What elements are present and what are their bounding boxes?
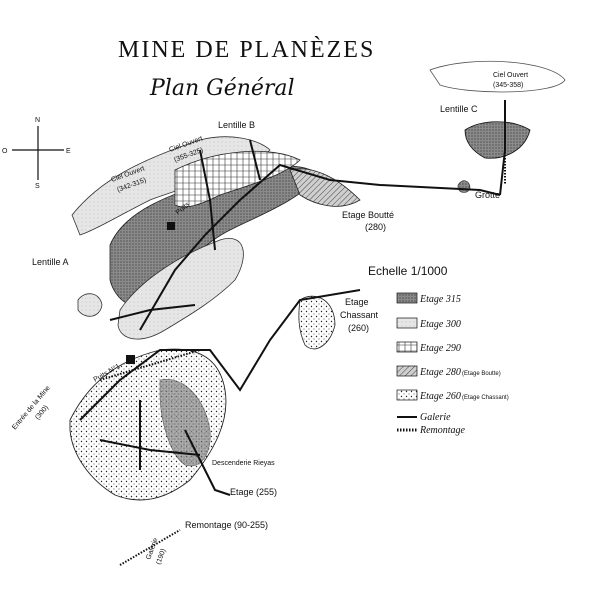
compass-west: O [2, 148, 8, 155]
etage-290-zone [174, 150, 301, 208]
legend-item-etage-290: Etage 290 [396, 341, 461, 354]
grotte-blob [457, 180, 471, 193]
etage-chassant-zone [298, 295, 336, 350]
lentille-c-open-pit [429, 60, 566, 93]
legend-label-galerie: Galerie [420, 412, 451, 423]
label-lentille-c: Lentille C [440, 104, 478, 114]
compass-north: N [35, 117, 40, 124]
legend-label-etage-315: Etage 315 [419, 294, 461, 305]
legend-item-remontage: Remontage [397, 425, 466, 436]
label-etage-chassant-level: (260) [348, 323, 369, 333]
descenderie-zone [159, 379, 211, 467]
legend-label-etage-300: Etage 300 [419, 319, 461, 330]
legend-item-etage-315: Etage 315 [396, 292, 461, 305]
legend-label-etage-290: Etage 290 [419, 343, 461, 354]
shafts [126, 222, 175, 364]
raises [99, 110, 506, 566]
legend-item-galerie: Galerie [397, 412, 451, 423]
compass-south: S [35, 183, 40, 190]
lentille-a-blob [77, 293, 103, 317]
map-subtitle: Plan Général [149, 76, 295, 101]
raise-bottom [119, 529, 181, 566]
label-descenderie: Descenderie Rieyas [212, 460, 275, 467]
puits-2-marker [126, 355, 135, 364]
legend-scale: Echelle 1/1000 [368, 264, 448, 278]
branch-4 [99, 439, 201, 456]
etage-280-zone [289, 168, 361, 207]
legend-note-etage-260: (Etage Chassant) [462, 395, 509, 401]
galleries [79, 100, 506, 496]
map-title: MINE DE PLANÈZES [118, 37, 375, 63]
upper-gallery [139, 163, 501, 331]
branch-3 [109, 304, 196, 321]
branch-2 [249, 139, 261, 181]
label-etage-255: Etage (255) [230, 487, 277, 497]
legend-item-etage-300: Etage 300 [396, 317, 461, 330]
label-etage-chassant-1: Etage [345, 297, 369, 307]
legend-item-etage-260: Etage 260 (Etage Chassant) [396, 389, 509, 402]
label-ciel-ouvert-3-levels: (345-358) [493, 82, 523, 89]
label-lentille-a: Lentille A [32, 257, 69, 267]
label-etage-boutte: Etage Boutté [342, 210, 394, 220]
branch-6 [184, 429, 231, 496]
label-grotte: Grotte [475, 190, 500, 200]
ore-bodies [69, 60, 566, 501]
legend: Echelle 1/1000 Etage 315 Etage 300 Etage… [368, 264, 509, 436]
legend-label-etage-280: Etage 280 [419, 367, 461, 378]
lentille-c-body [464, 121, 531, 159]
puits-1-marker [167, 222, 175, 230]
label-lentille-b: Lentille B [218, 120, 255, 130]
raise-main [99, 349, 201, 381]
legend-item-etage-280: Etage 280 (Etage Boutte) [396, 365, 501, 378]
legend-label-remontage: Remontage [419, 425, 466, 436]
branch-1 [199, 149, 216, 251]
main-gallery [79, 289, 361, 421]
label-galerie-190-level: (190) [155, 548, 167, 566]
compass-east: E [66, 148, 71, 155]
legend-note-etage-280: (Etage Boutte) [462, 371, 501, 377]
label-etage-boutte-level: (280) [365, 222, 386, 232]
compass-rose: N S E O [2, 117, 71, 190]
legend-label-etage-260: Etage 260 [419, 391, 461, 402]
label-remontage: Remontage (90-255) [185, 520, 268, 530]
label-ciel-ouvert-3: Ciel Ouvert [493, 72, 528, 79]
label-etage-chassant-2: Chassant [340, 310, 379, 320]
